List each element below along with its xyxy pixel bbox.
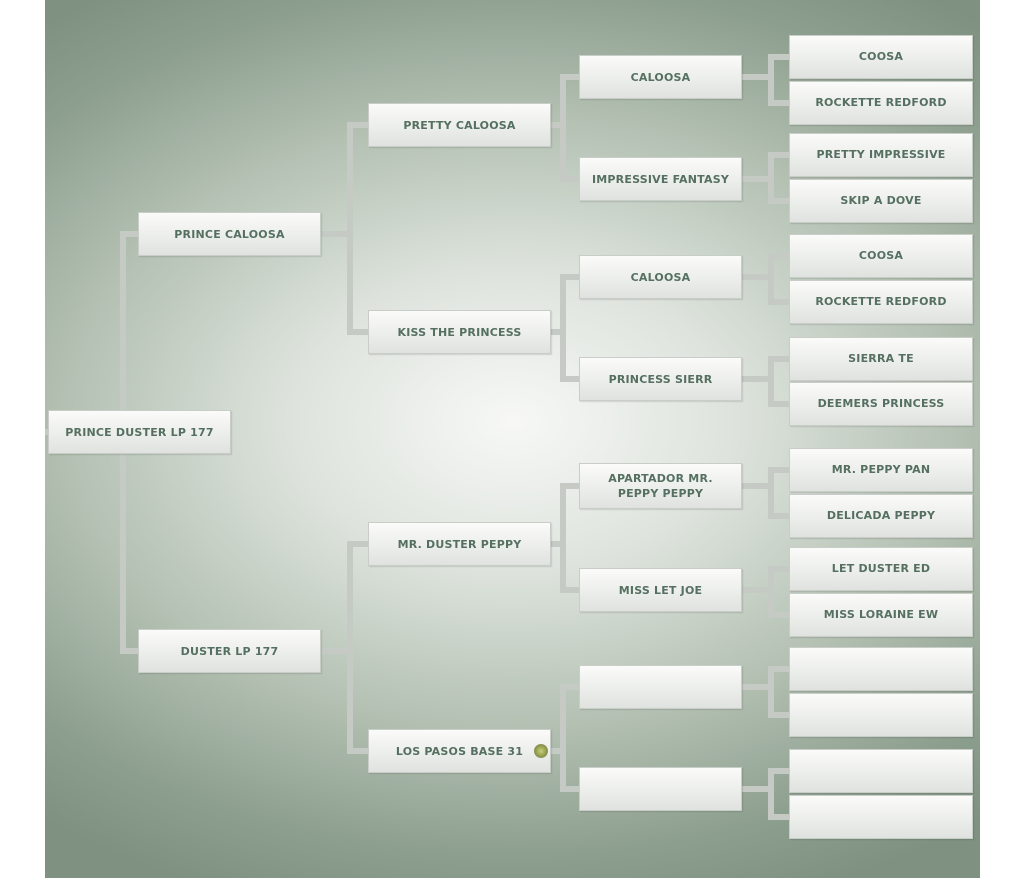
gen4-box[interactable]: ROCKETTE REDFORD: [789, 280, 973, 324]
gen3-box[interactable]: MISS LET JOE: [579, 568, 742, 612]
gen3-box[interactable]: CALOOSA: [579, 255, 742, 299]
subject-horse-box[interactable]: PRINCE DUSTER LP 177: [48, 410, 231, 454]
gen4-box[interactable]: COOSA: [789, 234, 973, 278]
gen3-box[interactable]: PRINCESS SIERR: [579, 357, 742, 401]
gen4-box[interactable]: MISS LORAINE EW: [789, 593, 973, 637]
dam-dam-box[interactable]: LOS PASOS BASE 31: [368, 729, 551, 773]
pedigree-connectors: [45, 54, 792, 820]
sire-box[interactable]: PRINCE CALOOSA: [138, 212, 321, 256]
gen3-box-empty[interactable]: [579, 665, 742, 709]
gen4-box-empty[interactable]: [789, 749, 973, 793]
award-medal-icon: [534, 744, 548, 758]
gen4-box-empty[interactable]: [789, 795, 973, 839]
sire-dam-box[interactable]: KISS THE PRINCESS: [368, 310, 551, 354]
gen4-box[interactable]: SKIP A DOVE: [789, 179, 973, 223]
gen4-box[interactable]: MR. PEPPY PAN: [789, 448, 973, 492]
pedigree-chart: PRINCE DUSTER LP 177 PRINCE CALOOSA DUST…: [45, 0, 980, 878]
sire-sire-box[interactable]: PRETTY CALOOSA: [368, 103, 551, 147]
dam-box[interactable]: DUSTER LP 177: [138, 629, 321, 673]
gen3-box[interactable]: IMPRESSIVE FANTASY: [579, 157, 742, 201]
gen4-box-empty[interactable]: [789, 693, 973, 737]
dam-sire-box[interactable]: MR. DUSTER PEPPY: [368, 522, 551, 566]
gen4-box[interactable]: ROCKETTE REDFORD: [789, 81, 973, 125]
gen4-box[interactable]: PRETTY IMPRESSIVE: [789, 133, 973, 177]
gen3-box[interactable]: APARTADOR MR. PEPPY PEPPY: [579, 463, 742, 509]
gen3-box[interactable]: CALOOSA: [579, 55, 742, 99]
gen4-box[interactable]: LET DUSTER ED: [789, 547, 973, 591]
gen4-box[interactable]: SIERRA TE: [789, 337, 973, 381]
gen4-box[interactable]: DEEMERS PRINCESS: [789, 382, 973, 426]
gen4-box[interactable]: COOSA: [789, 35, 973, 79]
gen4-box[interactable]: DELICADA PEPPY: [789, 494, 973, 538]
gen4-box-empty[interactable]: [789, 647, 973, 691]
gen3-box-empty[interactable]: [579, 767, 742, 811]
